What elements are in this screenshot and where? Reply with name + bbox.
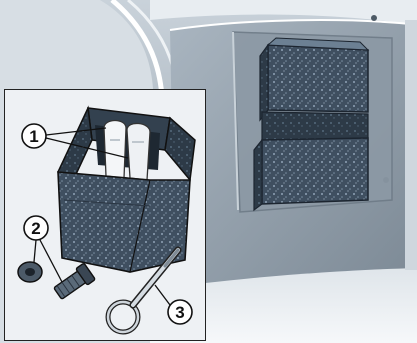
callout-3: 3 (168, 300, 192, 324)
callout-2-label: 2 (31, 219, 40, 238)
callout-2: 2 (24, 216, 48, 240)
tool-kit-foam-block (254, 38, 368, 210)
callout-3-label: 3 (175, 303, 184, 322)
callout-1-label: 1 (29, 127, 38, 146)
foam-insert (58, 108, 195, 272)
callout-1: 1 (22, 124, 46, 148)
